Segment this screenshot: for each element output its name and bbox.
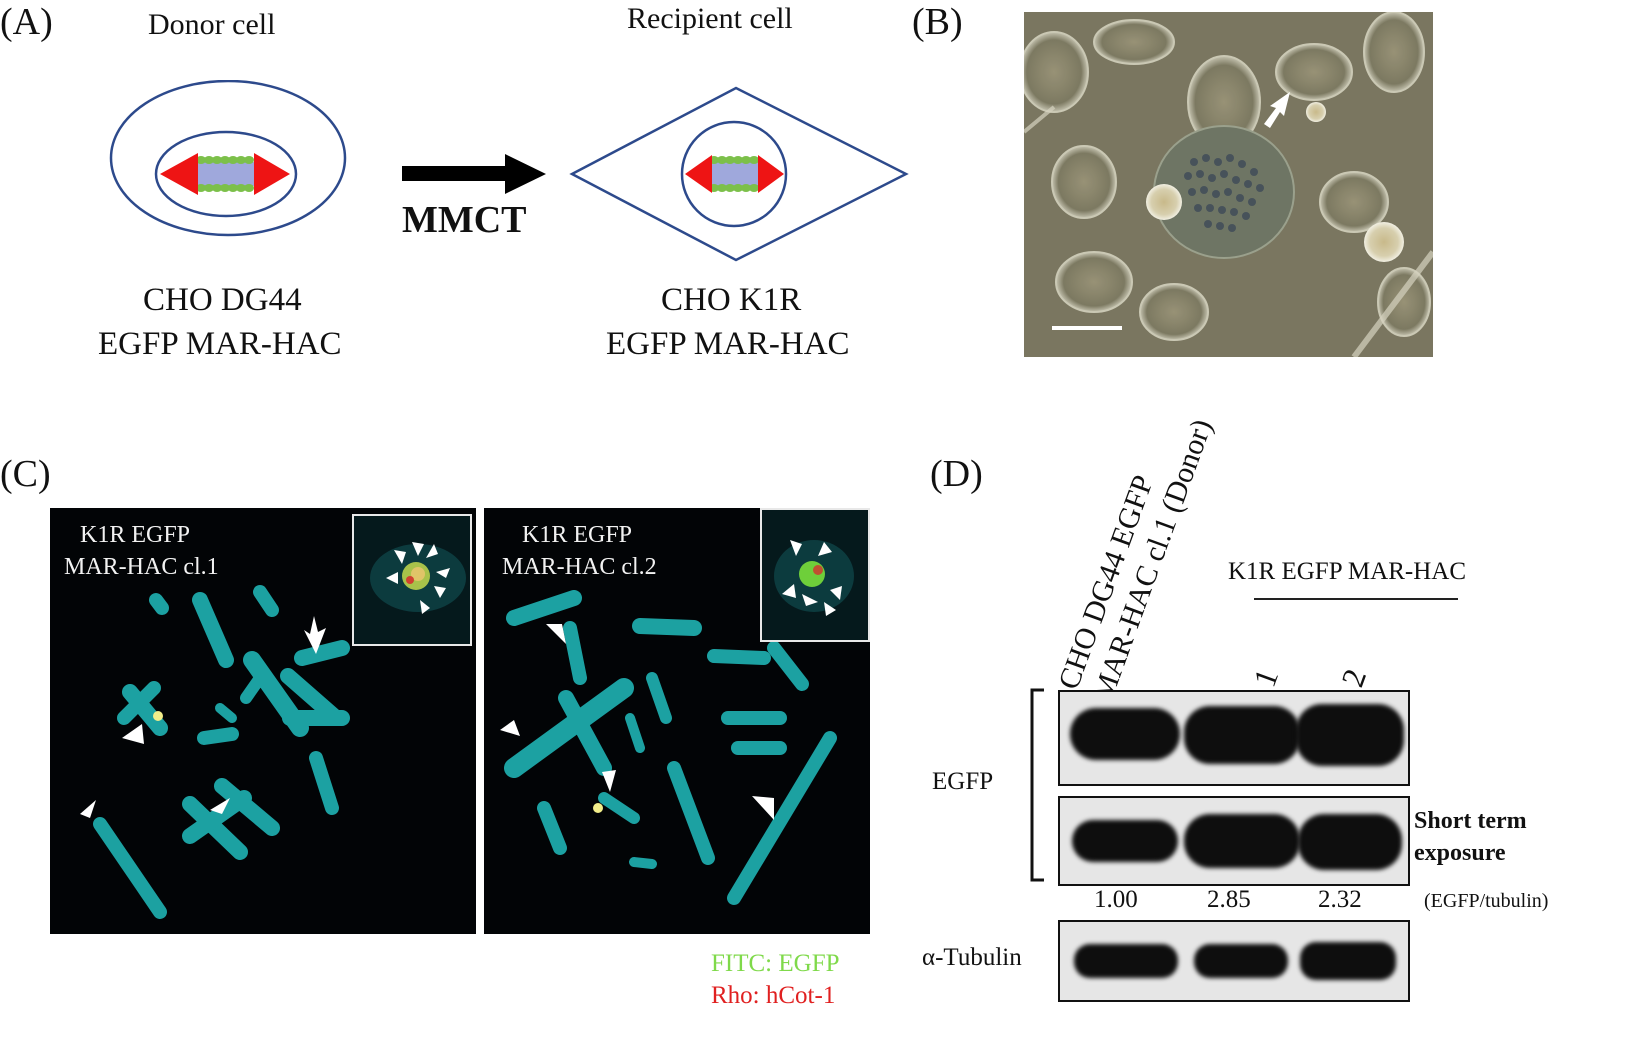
egfp-blot-short — [1058, 796, 1410, 886]
ratio-lane1: 1.00 — [1094, 886, 1138, 913]
egfp-short-band-lane1 — [1072, 820, 1178, 862]
egfp-band-lane2 — [1184, 706, 1300, 764]
panel-a-label: (A) — [0, 1, 53, 43]
tubulin-band-lane1 — [1074, 944, 1178, 978]
donor-nucleus-outline — [154, 130, 298, 218]
egfp-short-band-lane3 — [1298, 814, 1402, 870]
fish-cl2-label-line2: MAR-HAC cl.2 — [502, 554, 657, 580]
donor-hac-chromosome — [160, 153, 290, 195]
recipient-line2: EGFP MAR-HAC — [606, 326, 850, 362]
tubulin-row-label: α-Tubulin — [922, 944, 1022, 971]
fish-cl2-label-line1: K1R EGFP — [522, 522, 633, 548]
ratio-lane2: 2.85 — [1207, 886, 1251, 913]
recipient-cell-outline — [569, 86, 909, 262]
group-underline — [1254, 598, 1458, 600]
tubulin-blot — [1058, 920, 1410, 1002]
mmct-diagram — [109, 80, 909, 262]
phase-contrast-micrograph — [1024, 12, 1433, 357]
ratio-unit: (EGFP/tubulin) — [1424, 890, 1549, 912]
mmct-arrow — [402, 154, 546, 194]
recipient-hac-chromosome — [685, 155, 784, 193]
short-term-line1: Short term — [1414, 808, 1527, 834]
fish-cl1-inset — [352, 514, 472, 646]
egfp-band-lane3 — [1296, 704, 1404, 766]
panel-c-label: (C) — [0, 453, 51, 495]
tubulin-band-lane3 — [1300, 942, 1396, 980]
legend-fitc: FITC: EGFP — [711, 950, 840, 977]
egfp-row-label: EGFP — [932, 768, 994, 795]
scale-bar — [1052, 326, 1122, 330]
donor-line2: EGFP MAR-HAC — [98, 326, 342, 362]
recipient-cell-title: Recipient cell — [627, 2, 793, 35]
pointer-arrow-icon — [1264, 92, 1290, 128]
fish-cl1-label-line1: K1R EGFP — [80, 522, 191, 548]
egfp-blot-long — [1058, 690, 1410, 786]
recipient-line1: CHO K1R — [661, 282, 802, 318]
short-term-line2: exposure — [1414, 840, 1506, 866]
fish-image-cl1: K1R EGFP MAR-HAC cl.1 — [50, 508, 476, 934]
fish-image-cl2: K1R EGFP MAR-HAC cl.2 — [484, 508, 870, 934]
fish-cl1-label-line2: MAR-HAC cl.1 — [64, 554, 219, 580]
egfp-short-band-lane2 — [1184, 814, 1300, 868]
group-label: K1R EGFP MAR-HAC — [1228, 558, 1467, 585]
fish-cl2-inset — [760, 508, 870, 642]
recipient-nucleus-outline — [680, 120, 788, 228]
mmct-label: MMCT — [402, 199, 527, 241]
ratio-lane3: 2.32 — [1318, 886, 1362, 913]
donor-line1: CHO DG44 — [143, 282, 302, 318]
legend-rho: Rho: hCot-1 — [711, 982, 836, 1009]
tubulin-band-lane2 — [1194, 944, 1288, 978]
egfp-bracket — [1030, 688, 1044, 882]
egfp-band-lane1 — [1070, 708, 1180, 760]
panel-d-label: (D) — [930, 453, 983, 495]
donor-cell-title: Donor cell — [148, 8, 276, 41]
donor-cell-outline — [109, 80, 347, 237]
panel-b-label: (B) — [912, 1, 963, 43]
